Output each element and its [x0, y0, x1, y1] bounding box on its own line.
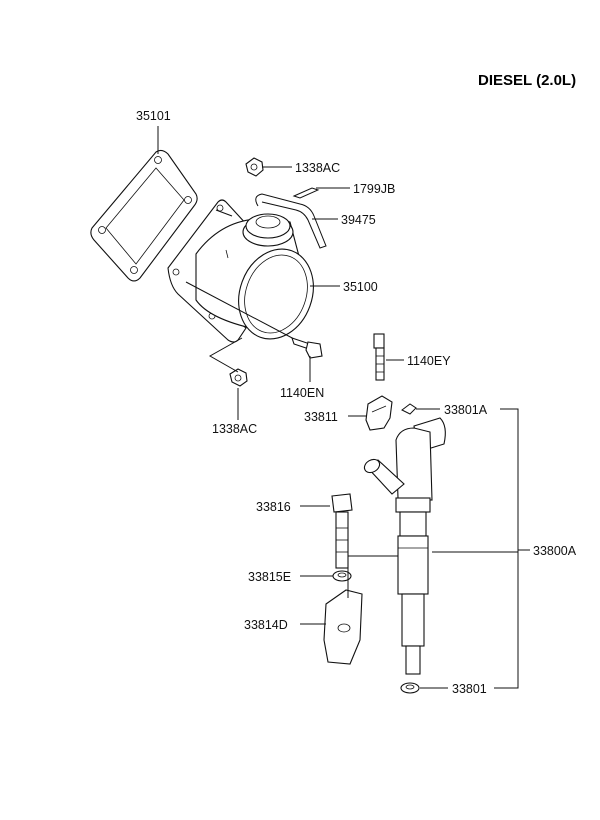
label-33811: 33811	[304, 410, 338, 424]
label-33801: 33801	[452, 682, 487, 696]
clip-1799jb	[292, 187, 320, 199]
label-1338ac-top: 1338AC	[295, 161, 340, 175]
label-35101: 35101	[136, 109, 171, 123]
gasket-35101	[90, 149, 198, 282]
bolt-33816	[331, 493, 353, 569]
label-33800a: 33800A	[533, 544, 577, 558]
label-1140ey: 1140EY	[407, 354, 451, 368]
nut-1338ac-top	[245, 157, 264, 177]
washer-33801	[400, 682, 420, 694]
injector-33800a	[363, 417, 446, 675]
clip-33801a	[401, 403, 417, 415]
label-33801a: 33801A	[444, 403, 488, 417]
label-1338ac-bottom: 1338AC	[212, 422, 257, 436]
bolt-1140ey	[373, 333, 385, 381]
label-33815e: 33815E	[248, 570, 291, 584]
egr-body-35100	[167, 193, 327, 343]
bolt-1140en	[291, 337, 323, 359]
clamp-33814d	[323, 589, 363, 665]
washer-33815e	[332, 570, 352, 582]
nut-1338ac-bottom	[229, 368, 248, 387]
label-39475: 39475	[341, 213, 376, 227]
label-33816: 33816	[256, 500, 291, 514]
label-33814d: 33814D	[244, 618, 288, 632]
label-1799jb: 1799JB	[353, 182, 395, 196]
leader-lines	[157, 126, 530, 689]
diagram-title: DIESEL (2.0L)	[478, 72, 576, 89]
label-35100: 35100	[343, 280, 378, 294]
clamp-33811	[365, 395, 393, 431]
label-1140en: 1140EN	[280, 386, 324, 400]
